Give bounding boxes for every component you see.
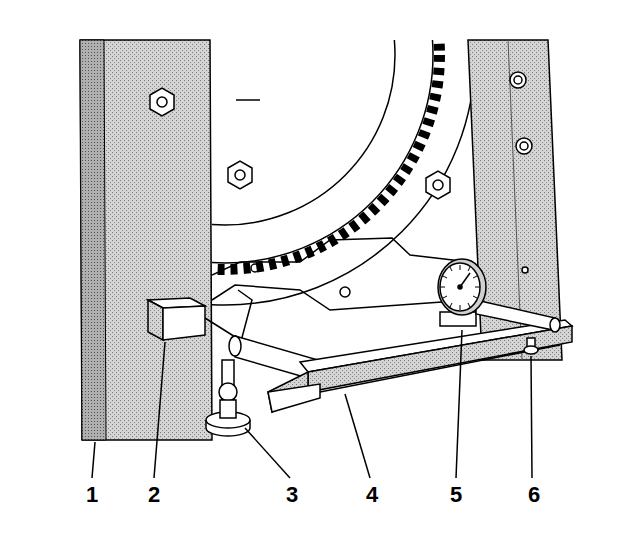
magnetic-base: [206, 360, 250, 436]
callout-number: 1: [86, 484, 98, 506]
fixture-bar: [268, 320, 572, 412]
leader-lines: [92, 330, 532, 478]
callout-number: 2: [148, 484, 160, 506]
adjusting-screw: [524, 338, 538, 354]
callout-number: 3: [286, 484, 298, 506]
callout-number: 4: [366, 484, 378, 506]
bolt-heads: [150, 72, 532, 273]
dial-indicator: [438, 259, 560, 332]
engine-block-rail: [468, 40, 562, 360]
flywheel: [0, 0, 475, 310]
callout-number: 6: [528, 484, 540, 506]
callout-number: 5: [450, 484, 462, 506]
engine-block-rail: [80, 40, 212, 440]
